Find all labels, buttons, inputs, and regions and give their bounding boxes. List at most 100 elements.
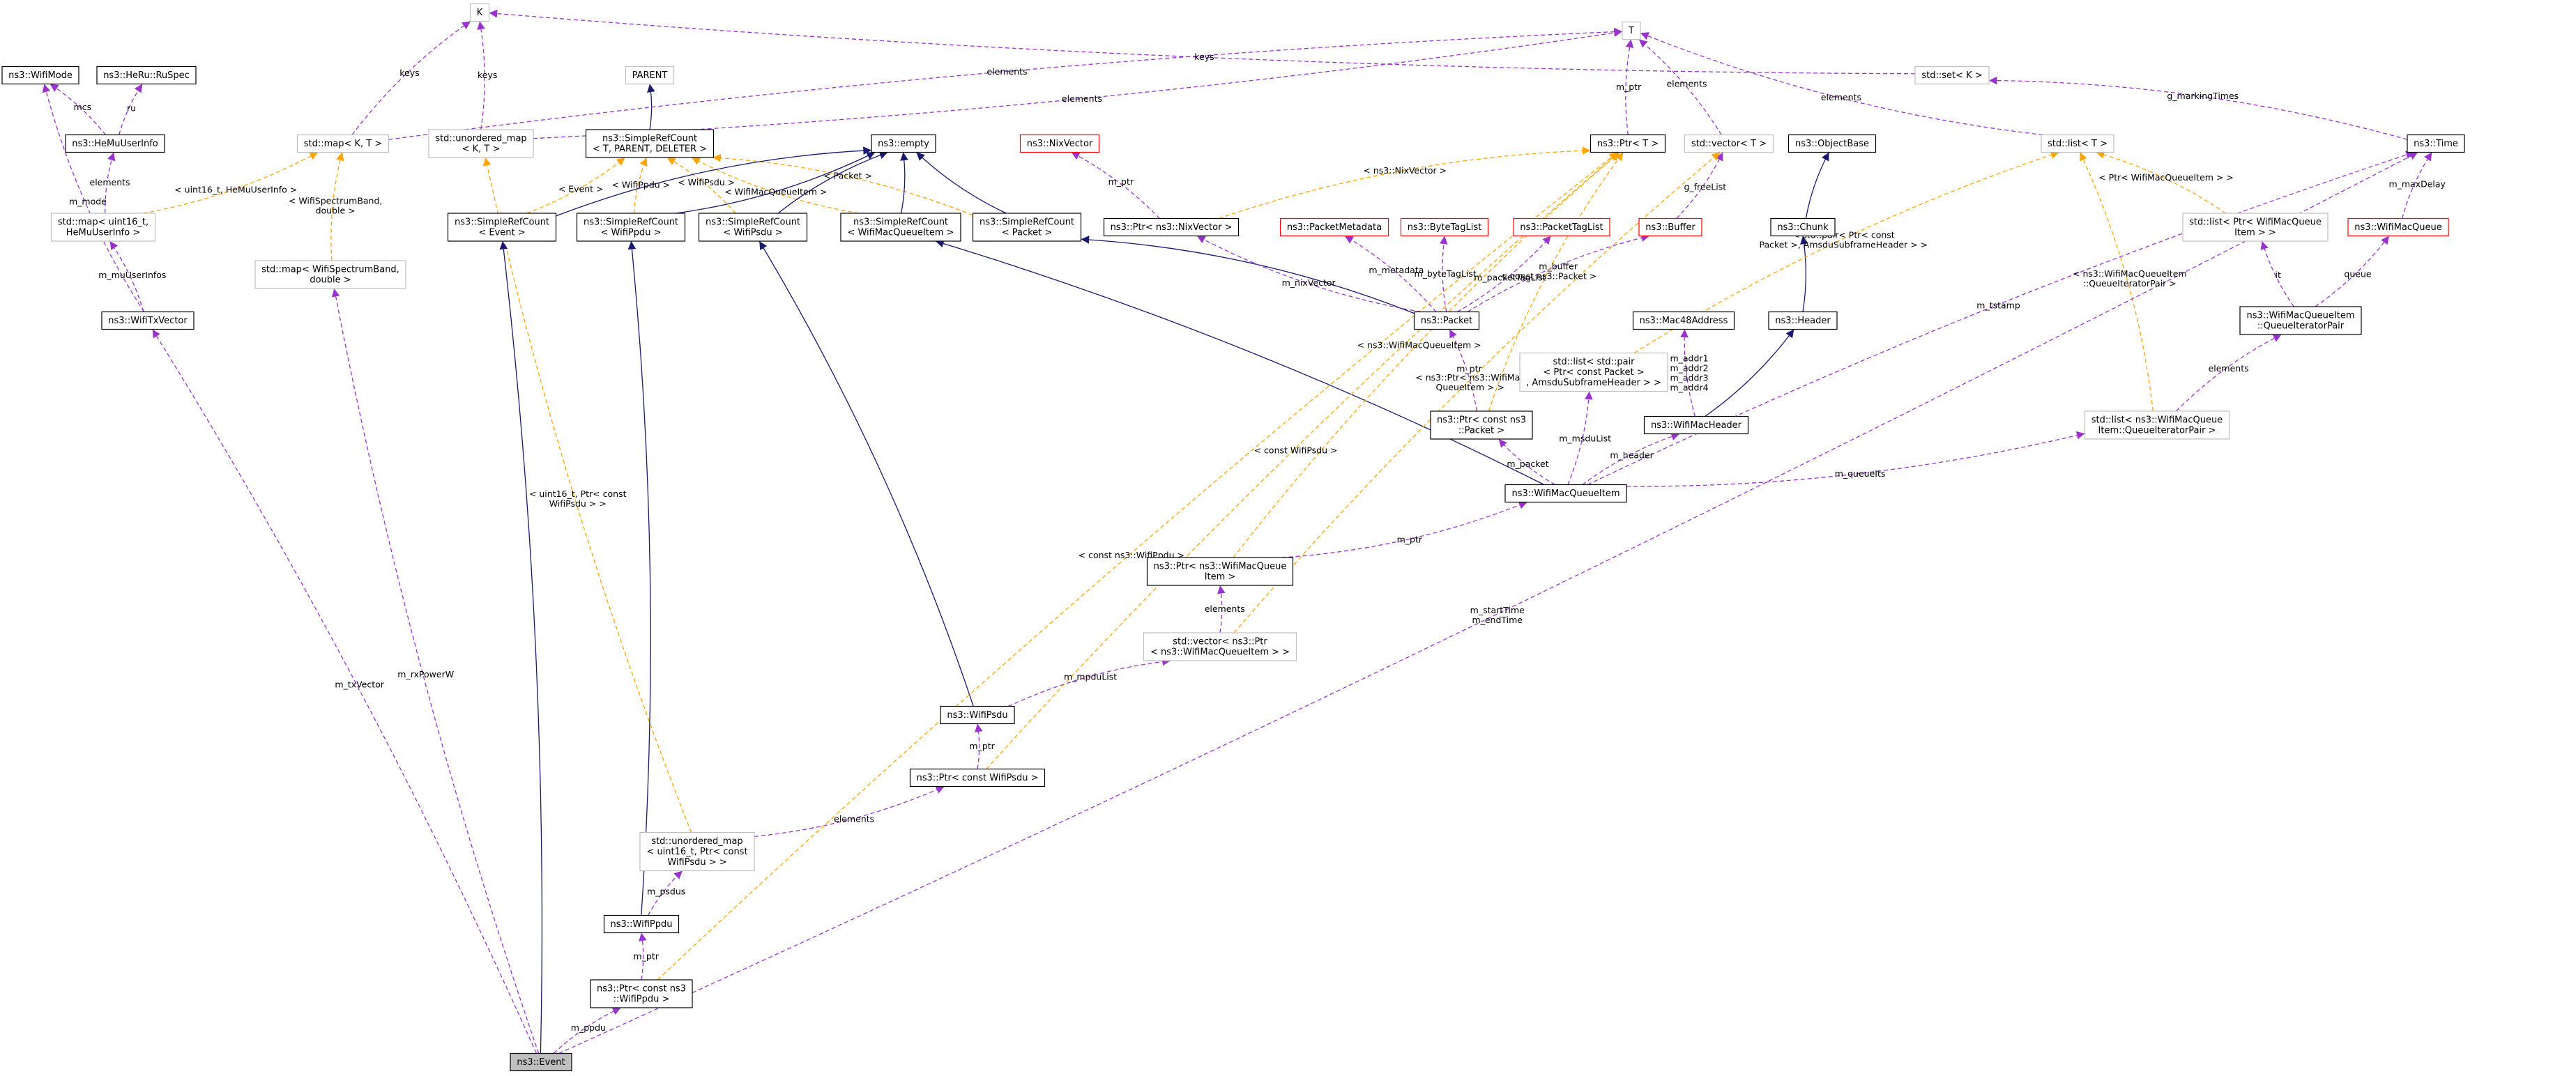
node-label: std::vector< ns3::Ptr< ns3::WifiMacQueue…	[1150, 637, 1290, 658]
edge-label: elements	[1205, 604, 1245, 614]
node-label: ns3::Event	[517, 1057, 565, 1068]
node-label: std::set< K >	[1921, 70, 1982, 81]
class-node-header[interactable]: ns3::Header	[1768, 311, 1838, 330]
class-node-setk[interactable]: std::set< K >	[1914, 66, 1990, 85]
class-node-src-event[interactable]: ns3::SimpleRefCount< Event >	[447, 213, 557, 242]
class-node-wifippdu[interactable]: ns3::WifiPpdu	[603, 914, 680, 934]
class-node-wifimacheader[interactable]: ns3::WifiMacHeader	[1643, 415, 1749, 435]
class-node-vectorptrwmqi[interactable]: std::vector< ns3::Ptr< ns3::WifiMacQueue…	[1143, 632, 1297, 661]
class-node-time[interactable]: ns3::Time	[2407, 134, 2465, 153]
class-node-listpairptrpacket[interactable]: std::list< std::pair< Ptr< const Packet …	[1519, 352, 1668, 392]
node-box	[1430, 410, 1533, 440]
class-node-wifimacqueue[interactable]: ns3::WifiMacQueue	[2347, 217, 2449, 237]
node-box	[590, 979, 693, 1008]
class-node-packettaglist[interactable]: ns3::PacketTagList	[1513, 217, 1610, 237]
class-node-vectort[interactable]: std::vector< T >	[1684, 134, 1774, 153]
class-node-wmqi-queueiteratorpair[interactable]: ns3::WifiMacQueueItem::QueueIteratorPair	[2239, 306, 2362, 335]
edge-label: < Ptr< WifiMacQueueItem > >	[2098, 172, 2234, 183]
node-label: ns3::empty	[878, 139, 929, 149]
class-node-unorderedmapkt[interactable]: std::unordered_map< K, T >	[428, 129, 534, 158]
node-box	[1788, 134, 1877, 153]
class-node-mac48address[interactable]: ns3::Mac48Address	[1632, 311, 1735, 330]
edge-usage	[119, 84, 143, 135]
edge-usage	[49, 83, 106, 135]
node-label: std::unordered_map< uint16_t, Ptr< const…	[646, 836, 747, 868]
edge-label: g_freeList	[1684, 182, 1726, 192]
class-node-wifimode[interactable]: ns3::WifiMode	[1, 66, 79, 85]
class-node-t[interactable]: T	[1622, 21, 1641, 40]
node-label: ns3::HeMuUserInfo	[72, 139, 158, 149]
node-label: ns3::WifiMacQueueItem::QueueIteratorPair	[2246, 311, 2354, 332]
edge-usage	[2260, 240, 2294, 307]
class-node-k[interactable]: K	[469, 3, 490, 22]
class-node-mapu16hemu[interactable]: std::map< uint16_t,HeMuUserInfo >	[50, 213, 156, 242]
class-node-ptrconstwifipsdu[interactable]: ns3::Ptr< const WifiPsdu >	[909, 768, 1046, 787]
edge-label: < ns3::WifiMacQueueItem::QueueIteratorPa…	[2073, 268, 2187, 289]
edge-label: queue	[2344, 268, 2371, 279]
class-node-src-wifipsdu[interactable]: ns3::SimpleRefCount< WifiPsdu >	[698, 213, 808, 242]
class-node-hemuuserinfo[interactable]: ns3::HeMuUserInfo	[65, 134, 165, 153]
node-box	[840, 213, 961, 242]
edge-label: m_ptr	[633, 951, 659, 961]
edge-usage	[1281, 501, 1527, 558]
edge-usage	[105, 152, 116, 214]
class-node-chunk[interactable]: ns3::Chunk	[1770, 217, 1836, 237]
node-box	[1914, 66, 1990, 85]
class-node-ptrconstpacket[interactable]: ns3::Ptr< const ns3::Packet >	[1430, 410, 1533, 440]
node-box	[1279, 217, 1389, 237]
class-node-listt[interactable]: std::list< T >	[2041, 134, 2114, 153]
node-box	[1622, 21, 1641, 40]
edge-usage	[152, 329, 537, 1054]
class-node-nixvector[interactable]: ns3::NixVector	[1019, 134, 1100, 153]
class-node-src-wifippdu[interactable]: ns3::SimpleRefCount< WifiPpdu >	[576, 213, 686, 242]
class-node-heruruspec[interactable]: ns3::HeRu::RuSpec	[96, 66, 197, 85]
class-node-wifimacqueueitem[interactable]: ns3::WifiMacQueueItem	[1504, 484, 1627, 503]
class-node-mapkt[interactable]: std::map< K, T >	[296, 134, 390, 153]
class-node-ptrnixvector[interactable]: ns3::Ptr< ns3::NixVector >	[1103, 217, 1240, 237]
class-node-wifitxvector[interactable]: ns3::WifiTxVector	[101, 311, 195, 330]
edge-label: elements	[834, 813, 874, 824]
node-label: ns3::WifiMacQueueItem	[1511, 489, 1619, 499]
edge-template	[143, 151, 319, 214]
class-node-empty[interactable]: ns3::empty	[871, 134, 936, 153]
edge-template	[1233, 152, 1620, 558]
edge-usage	[1008, 657, 1171, 707]
node-label: ns3::Ptr< const ns3::WifiPpdu >	[597, 984, 686, 1005]
edge-label: m_ptr	[1456, 364, 1482, 374]
class-node-mapwifispectrumband[interactable]: std::map< WifiSpectrumBand,double >	[254, 260, 406, 289]
class-node-src-packet[interactable]: ns3::SimpleRefCount< Packet >	[972, 213, 1082, 242]
edge-template	[1233, 152, 1721, 633]
node-label: ns3::WifiMacQueue	[2354, 222, 2441, 233]
class-node-objectbase[interactable]: ns3::ObjectBase	[1788, 134, 1877, 153]
node-box	[510, 1052, 572, 1072]
class-node-wifipsdu[interactable]: ns3::WifiPsdu	[940, 705, 1015, 725]
edge-label: m_maxDelay	[2388, 178, 2446, 189]
edge-usage	[648, 870, 683, 916]
edge-label: < WifiPsdu >	[678, 177, 735, 187]
class-node-bytetaglist[interactable]: ns3::ByteTagList	[1400, 217, 1489, 237]
node-box	[1770, 217, 1836, 237]
node-label: ns3::WifiPpdu	[611, 919, 673, 930]
class-node-buffer[interactable]: ns3::Buffer	[1638, 217, 1702, 237]
edge-inheritance	[915, 152, 1007, 214]
class-node-event[interactable]: ns3::Event	[510, 1052, 572, 1072]
class-node-ptrt[interactable]: ns3::Ptr< T >	[1590, 134, 1666, 153]
class-node-parent[interactable]: PARENT	[625, 66, 675, 85]
edge-label: elements	[986, 66, 1027, 77]
class-node-ptrconstwifippdu[interactable]: ns3::Ptr< const ns3::WifiPpdu >	[590, 979, 693, 1008]
edge-usage	[1625, 39, 1634, 135]
class-node-src-template[interactable]: ns3::SimpleRefCount< T, PARENT, DELETER …	[585, 129, 715, 158]
class-node-packetmetadata[interactable]: ns3::PacketMetadata	[1279, 217, 1389, 237]
class-node-packet[interactable]: ns3::Packet	[1413, 311, 1480, 330]
node-box	[1519, 352, 1668, 392]
edge-usage	[1449, 329, 1477, 412]
class-node-src-wifimacqueueitem[interactable]: ns3::SimpleRefCount< WifiMacQueueItem >	[840, 213, 961, 242]
class-node-unorderedmapu16[interactable]: std::unordered_map< uint16_t, Ptr< const…	[639, 831, 755, 872]
edge-inheritance	[900, 152, 908, 214]
